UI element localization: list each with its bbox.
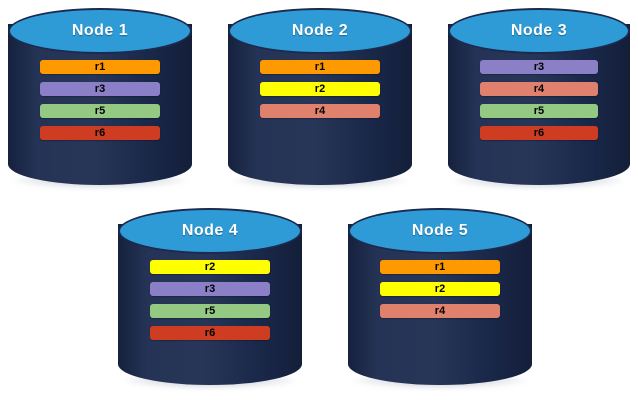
replica-label: r1 [94, 60, 106, 73]
database-node-5[interactable]: Node 5 r1 r2 r4 [348, 208, 532, 389]
replica-label: r2 [434, 282, 446, 295]
replica-label: r1 [314, 60, 326, 73]
replica-label: r4 [314, 104, 326, 117]
replica-bar[interactable]: r4 [479, 82, 599, 96]
replica-bar[interactable]: r1 [380, 260, 500, 274]
replica-label: r6 [94, 126, 106, 139]
database-node-4[interactable]: Node 4 r2 r3 r5 r6 [118, 208, 302, 389]
replica-bar[interactable]: r5 [40, 104, 160, 118]
replica-label: r4 [434, 304, 446, 317]
database-node-2[interactable]: Node 2 r1 r2 r4 [228, 8, 412, 189]
replica-label: r3 [533, 60, 545, 73]
replica-label: r5 [533, 104, 545, 117]
replica-label: r6 [533, 126, 545, 139]
replica-bar[interactable]: r5 [479, 104, 599, 118]
node-title: Node 2 [291, 22, 349, 39]
replica-bar[interactable]: r3 [479, 60, 599, 74]
database-node-3[interactable]: Node 3 r3 r4 r5 r6 [448, 8, 630, 189]
replica-label: r2 [314, 82, 326, 95]
replica-list: r1 r2 r4 [228, 60, 412, 118]
node-title: Node 4 [181, 222, 239, 239]
replica-bar[interactable]: r2 [380, 282, 500, 296]
replica-bar[interactable]: r4 [260, 104, 380, 118]
replica-list: r3 r4 r5 r6 [448, 60, 630, 140]
replica-list: r1 r3 r5 r6 [8, 60, 192, 140]
cylinder-top-ellipse: Node 3 [448, 8, 630, 54]
replica-label: r2 [204, 260, 216, 273]
replica-bar[interactable]: r3 [40, 82, 160, 96]
replica-bar[interactable]: r5 [150, 304, 270, 318]
replica-label: r1 [434, 260, 446, 273]
replica-label: r6 [204, 326, 216, 339]
cylinder-top-ellipse: Node 5 [348, 208, 532, 254]
replica-list: r2 r3 r5 r6 [118, 260, 302, 340]
cylinder-top-ellipse: Node 2 [228, 8, 412, 54]
replica-bar[interactable]: r1 [40, 60, 160, 74]
node-title: Node 1 [71, 22, 129, 39]
replica-label: r5 [94, 104, 106, 117]
cylinder-top-ellipse: Node 1 [8, 8, 192, 54]
replica-label: r3 [94, 82, 106, 95]
database-node-1[interactable]: Node 1 r1 r3 r5 r6 [8, 8, 192, 189]
replica-bar[interactable]: r2 [260, 82, 380, 96]
cylinder-top-ellipse: Node 4 [118, 208, 302, 254]
replica-bar[interactable]: r6 [40, 126, 160, 140]
node-title: Node 3 [510, 22, 568, 39]
replica-label: r4 [533, 82, 545, 95]
replica-bar[interactable]: r6 [150, 326, 270, 340]
replica-list: r1 r2 r4 [348, 260, 532, 318]
replica-bar[interactable]: r1 [260, 60, 380, 74]
replica-bar[interactable]: r4 [380, 304, 500, 318]
replica-label: r3 [204, 282, 216, 295]
replica-label: r5 [204, 304, 216, 317]
replica-bar[interactable]: r2 [150, 260, 270, 274]
replica-bar[interactable]: r6 [479, 126, 599, 140]
replica-bar[interactable]: r3 [150, 282, 270, 296]
node-title: Node 5 [411, 222, 469, 239]
